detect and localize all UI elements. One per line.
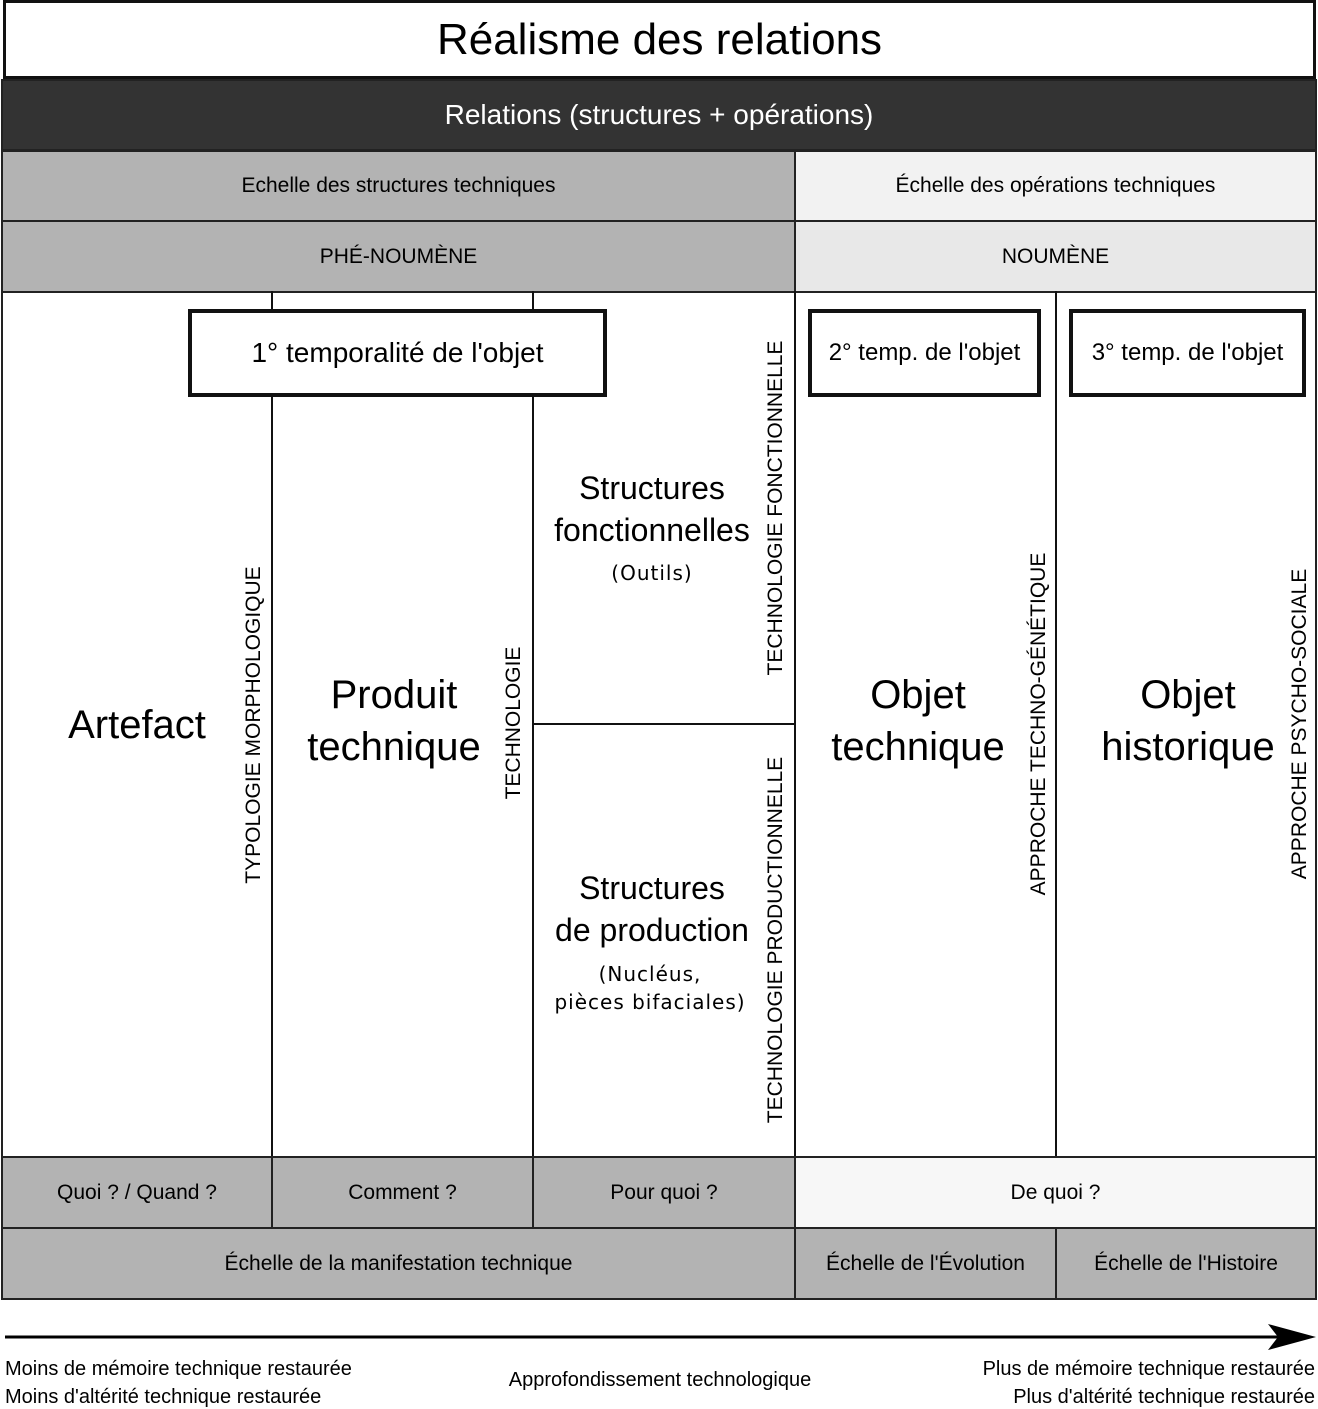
- techno-productionnelle-label: TECHNOLOGIE PRODUCTIONNELLE: [764, 756, 787, 1124]
- temporality-box-3: 3° temp. de l'objet: [1069, 309, 1306, 397]
- label-line: technique: [307, 725, 481, 769]
- label-line: fonctionnelles: [554, 512, 750, 548]
- objet-technique-label: Objet technique: [831, 669, 1004, 773]
- question-quoi: Quoi ? / Quand ?: [1, 1156, 273, 1229]
- question-comment: Comment ?: [271, 1156, 534, 1229]
- techno-fonctionnelle-label: TECHNOLOGIE FONCTIONNELLE: [764, 340, 787, 676]
- typologie-label: TYPOLOGIE MORPHOLOGIQUE: [242, 566, 265, 884]
- scale-label: Échelle de la manifestation technique: [224, 1251, 573, 1275]
- scale-label: Échelle de l'Évolution: [826, 1251, 1025, 1275]
- label-line: Objet: [870, 673, 966, 717]
- question-label: Quoi ? / Quand ?: [57, 1180, 217, 1204]
- scale-structures: Echelle des structures techniques: [1, 150, 796, 222]
- nucleus-note: (Nucléus, pièces bifaciales): [554, 960, 745, 1016]
- scale-operations: Échelle des opérations techniques: [794, 150, 1317, 222]
- technologie-label: TECHNOLOGIE: [502, 646, 525, 800]
- artefact-label: Artefact: [68, 703, 206, 747]
- temporality-1-label: 1° temporalité de l'objet: [251, 337, 544, 368]
- label-line: Moins de mémoire technique restaurée: [5, 1358, 352, 1380]
- label-line: Moins d'altérité technique restaurée: [5, 1386, 322, 1408]
- temporality-box-2: 2° temp. de l'objet: [808, 309, 1041, 397]
- label-line: Plus d'altérité technique restaurée: [1013, 1386, 1315, 1408]
- label-line: technique: [831, 725, 1005, 769]
- scale-evolution: Échelle de l'Évolution: [794, 1227, 1057, 1300]
- label-line: Structures: [579, 870, 725, 906]
- temporality-3-label: 3° temp. de l'objet: [1091, 339, 1284, 366]
- scale-label: Échelle de l'Histoire: [1094, 1251, 1278, 1275]
- objet-historique-label: Objet historique: [1101, 669, 1274, 773]
- divider: [794, 291, 796, 1158]
- phenomene-label: PHÉ-NOUMÈNE: [319, 244, 478, 268]
- title-text: Réalisme des relations: [436, 14, 883, 64]
- structures-fonctionnelles-label: Structures fonctionnelles: [554, 467, 750, 551]
- scale-manifestation: Échelle de la manifestation technique: [1, 1227, 796, 1300]
- label-line: historique: [1101, 725, 1275, 769]
- temporality-2-label: 2° temp. de l'objet: [828, 339, 1021, 366]
- label-line: Structures: [579, 470, 725, 506]
- label-line: (Nucléus,: [598, 962, 702, 986]
- temporality-box-1: 1° temporalité de l'objet: [188, 309, 607, 397]
- question-label: De quoi ?: [1010, 1180, 1101, 1204]
- question-label: Pour quoi ?: [610, 1180, 718, 1204]
- divider: [533, 723, 795, 725]
- produit-technique-label: Produit technique: [307, 669, 480, 773]
- label-line: de production: [555, 912, 749, 948]
- divider: [1055, 291, 1057, 1158]
- noumene: NOUMÈNE: [794, 220, 1317, 293]
- outils-note: (Outils): [611, 561, 693, 585]
- question-pour-quoi: Pour quoi ?: [532, 1156, 796, 1229]
- phenomene: PHÉ-NOUMÈNE: [1, 220, 796, 293]
- axis-center-label: Approfondissement technologique: [508, 1369, 812, 1391]
- label-line: pièces bifaciales): [554, 990, 746, 1014]
- techno-genetique-label: APPROCHE TECHNO-GÉNÉTIQUE: [1027, 552, 1050, 896]
- diagram-title: Réalisme des relations: [3, 0, 1316, 79]
- question-de-quoi: De quoi ?: [794, 1156, 1317, 1229]
- psycho-sociale-label: APPROCHE PSYCHO-SOCIALE: [1288, 568, 1311, 880]
- divider: [271, 291, 273, 1158]
- label-line: Objet: [1140, 673, 1236, 717]
- structures-production-label: Structures de production: [555, 867, 749, 951]
- subtitle-text: Relations (structures + opérations): [444, 99, 874, 130]
- relations-header: Relations (structures + opérations): [1, 79, 1317, 151]
- label-line: Plus de mémoire technique restaurée: [982, 1358, 1315, 1380]
- scale-operations-label: Échelle des opérations techniques: [895, 174, 1216, 197]
- scale-histoire: Échelle de l'Histoire: [1055, 1227, 1317, 1300]
- label-line: Produit: [330, 673, 458, 717]
- noumene-label: NOUMÈNE: [1001, 244, 1110, 268]
- scale-structures-label: Echelle des structures techniques: [241, 174, 556, 197]
- question-label: Comment ?: [348, 1180, 457, 1204]
- progress-arrow-icon: [5, 1324, 1316, 1350]
